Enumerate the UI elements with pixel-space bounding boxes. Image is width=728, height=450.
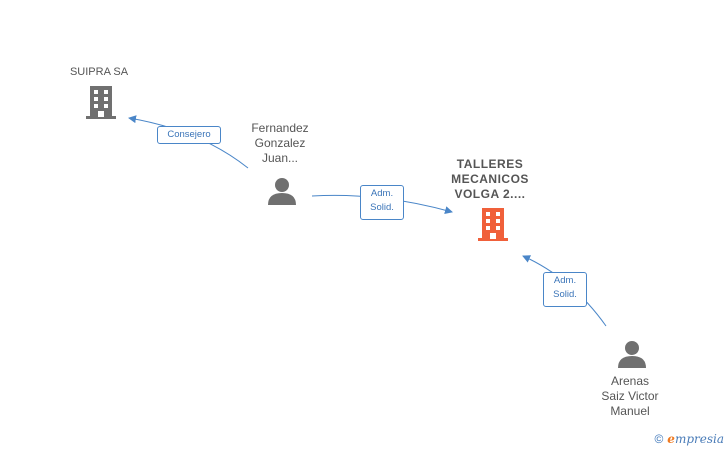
node-label-fernandez-line: Gonzalez [254,136,306,150]
edge-label-text: Solid. [553,289,577,300]
brand-logo-rest: mpresia [674,432,724,446]
edge-label-text: Adm. [370,188,394,199]
building-icon[interactable] [84,84,118,120]
node-label-arenas-line: Saiz Victor [601,389,659,403]
node-label-fernandez-line: Juan... [261,151,299,165]
edge-label-text: Adm. [553,275,577,286]
edge-label-text: Solid. [370,202,394,213]
node-label-arenas: Arenas Saiz Victor Manuel [580,374,680,419]
person-icon[interactable] [267,176,297,206]
node-label-fernandez: Fernandez Gonzalez Juan... [230,121,330,166]
edge-label-adm-solid[interactable]: Adm. Solid. [360,185,404,220]
edge-label-text: Consejero [167,129,211,140]
brand-logo[interactable]: empresia [667,432,724,446]
person-icon[interactable] [617,339,647,369]
copyright-icon: © [654,432,664,446]
node-label-arenas-line: Arenas [610,374,650,388]
node-label-talleres-line: MECANICOS [451,172,529,186]
node-label-suipra-text: SUIPRA SA [69,66,129,78]
edge-label-consejero[interactable]: Consejero [157,126,221,144]
node-label-arenas-line: Manuel [610,404,650,418]
footer-brand: © empresia [654,432,724,446]
node-label-talleres-line: TALLERES [456,157,524,171]
node-label-talleres: TALLERES MECANICOS VOLGA 2.... [430,157,550,202]
node-label-talleres-line: VOLGA 2.... [454,187,526,201]
edge-label-adm-solid[interactable]: Adm. Solid. [543,272,587,307]
node-label-suipra: SUIPRA SA [50,65,148,80]
node-label-fernandez-line: Fernandez [251,121,309,135]
brand-logo-e: e [667,432,675,446]
building-icon[interactable] [476,206,510,242]
